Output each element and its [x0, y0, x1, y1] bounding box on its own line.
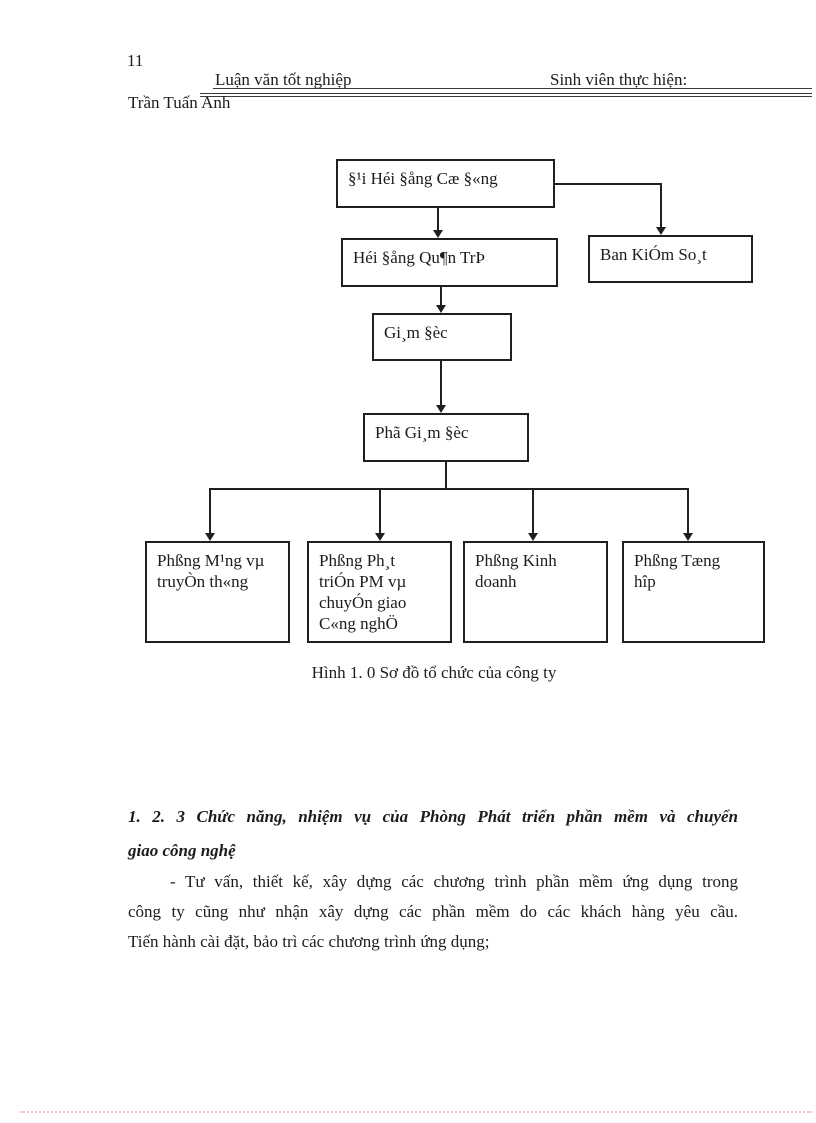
connector-dhdcd-hdqt: [437, 208, 439, 230]
chart-box-phong-kinh-doanh: Phßng Kinh doanh: [463, 541, 608, 643]
header-rule-top: [213, 88, 812, 89]
footer-dotted-line: [20, 1111, 812, 1113]
arrow-down-icon: [433, 230, 443, 238]
connector-branch-phong-phat-trien: [379, 488, 381, 533]
chart-box-ban-kiem-soat: Ban KiÓm So¸t: [588, 235, 753, 283]
chart-box-giam-doc: Gi¸m §èc: [372, 313, 512, 361]
connector-gd-pgd: [440, 361, 442, 405]
arrow-down-icon: [528, 533, 538, 541]
section-heading-line-1: 1. 2. 3 Chức năng, nhiệm vụ của Phòng Ph…: [128, 807, 738, 826]
connector-hdqt-gd: [440, 287, 442, 305]
header-author-name: Trần Tuấn Anh: [128, 93, 231, 112]
header-student-label: Sinh viên thực hiện:: [550, 70, 688, 89]
connector-branch-phong-tong-hop: [687, 488, 689, 533]
arrow-down-icon: [656, 227, 666, 235]
chart-box-phong-phat-trien: Phßng Ph¸t triÓn PM vµ chuyÓn giao C«ng …: [307, 541, 452, 643]
connector-dhdcd-bks-horizontal: [554, 183, 662, 185]
header-thesis-title: Luận văn tốt nghiệp: [215, 70, 352, 89]
paragraph-line-2: công ty cũng như nhận xây dựng các phần …: [128, 902, 738, 921]
arrow-down-icon: [436, 405, 446, 413]
paragraph-line-3: Tiến hành cài đặt, bảo trì các chương tr…: [128, 932, 490, 951]
section-heading-line-2: giao công nghệ: [128, 841, 236, 860]
chart-box-dai-hoi-dong-co-dong: §¹i Héi §ång Cæ §«ng: [336, 159, 555, 208]
chart-box-pho-giam-doc: Phã Gi¸m §èc: [363, 413, 529, 462]
chart-box-phong-tong-hop: Phßng Tæng hîp: [622, 541, 765, 643]
arrow-down-icon: [683, 533, 693, 541]
arrow-down-icon: [375, 533, 385, 541]
arrow-down-icon: [205, 533, 215, 541]
chart-box-phong-mang: Phßng M¹ng vµ truyÒn th«ng: [145, 541, 290, 643]
paragraph-line-1: - Tư vấn, thiết kế, xây dựng các chương …: [170, 872, 738, 891]
connector-branch-phong-mang: [209, 488, 211, 533]
figure-caption: Hình 1. 0 Sơ đồ tổ chức của công ty: [311, 663, 557, 682]
arrow-down-icon: [436, 305, 446, 313]
connector-pgd-branch: [445, 462, 447, 490]
header-rule-double-1: [200, 93, 812, 94]
page-number: 11: [127, 51, 144, 70]
header-rule-double-2: [200, 96, 812, 97]
connector-branch-phong-kinh-doanh: [532, 488, 534, 533]
connector-dhdcd-bks-vertical: [660, 183, 662, 227]
branch-distribution-line: [209, 488, 689, 490]
chart-box-hoi-dong-quan-tri: Héi §ång Qu¶n TrÞ: [341, 238, 558, 287]
